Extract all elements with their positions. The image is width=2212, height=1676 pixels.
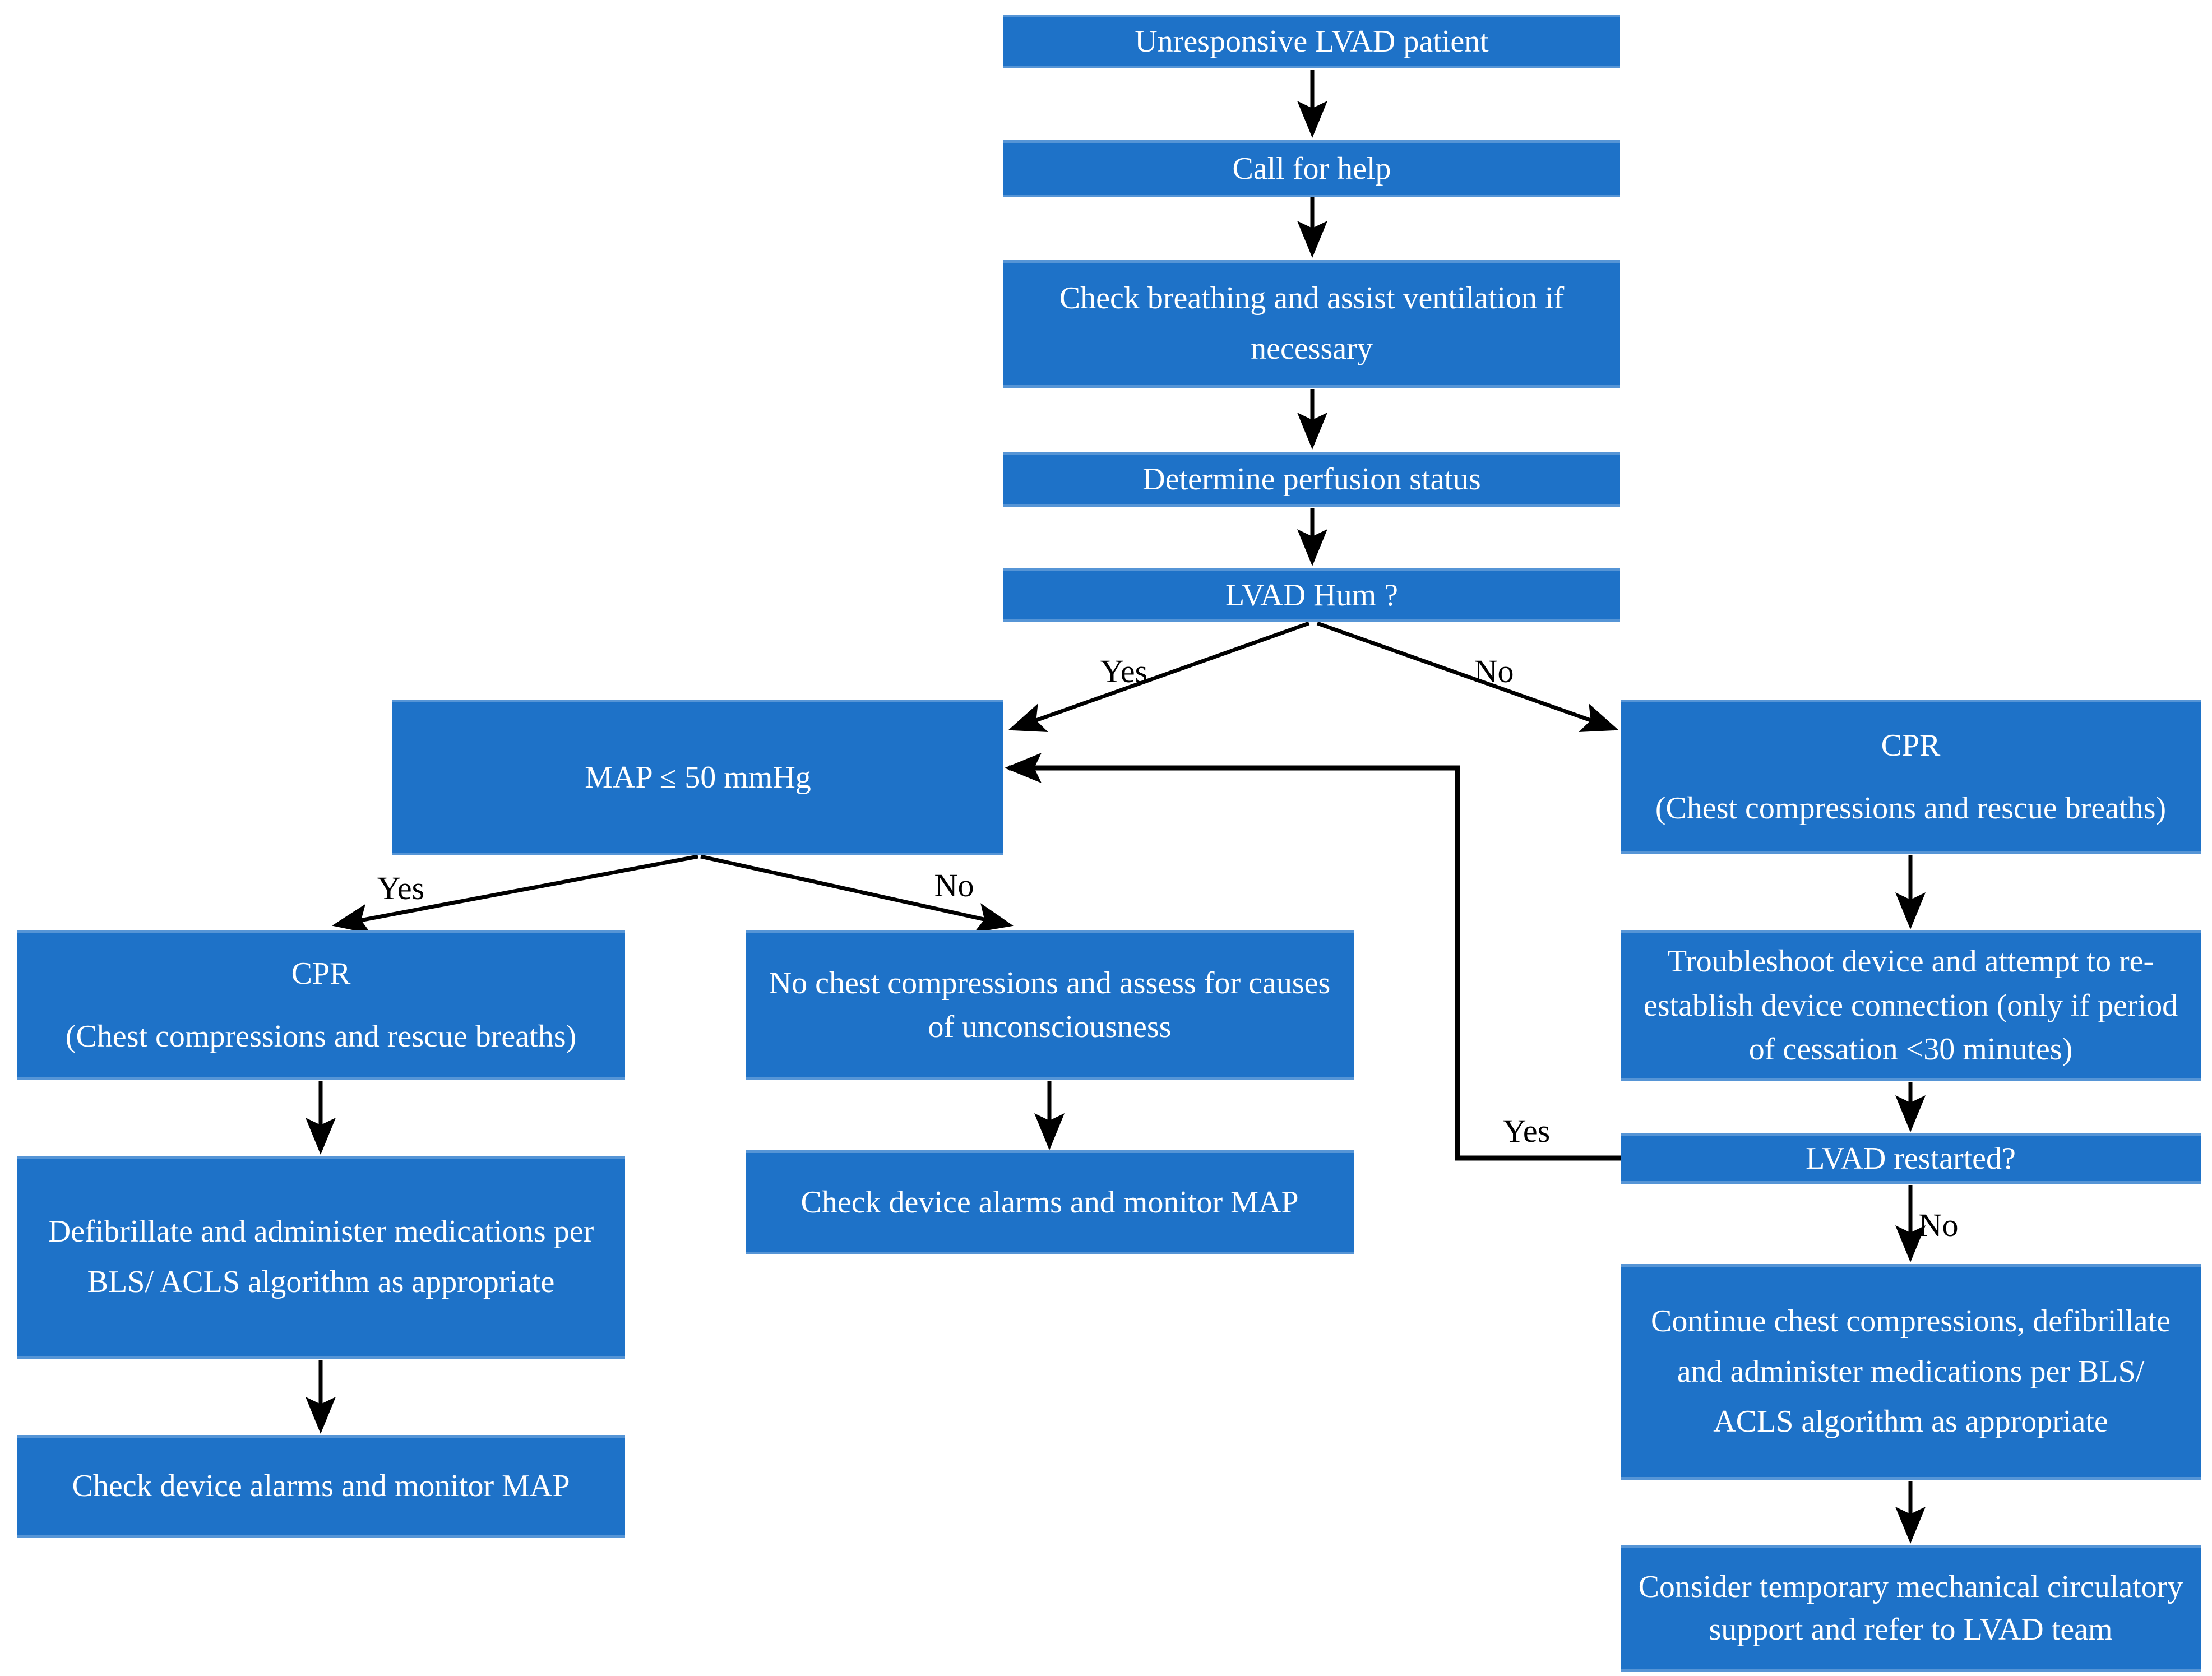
node-consider-mechanical-support: Consider temporary mechanical circulator… [1621,1545,2201,1672]
node-label: LVAD Hum ? [1225,577,1399,613]
node-continue-chest-compressions: Continue chest compressions, defibrillat… [1621,1264,2201,1480]
node-label: No chest compressions and assess for cau… [769,965,1331,1044]
edge-label-restarted-no: No [1918,1207,1959,1243]
arrow-restarted-yes-to-map [1005,753,1621,1161]
node-map-50-mmhg-decision: MAP ≤ 50 mmHg [392,700,1003,855]
arrow-hum-no-to-cpr-right [1316,621,1619,733]
node-lvad-restarted-decision: LVAD restarted? [1621,1133,2201,1184]
edge-label-restarted-yes: Yes [1502,1113,1551,1149]
arrow-map-no-to-no-compressions [700,854,1014,933]
node-label: Check device alarms and monitor MAP [72,1469,570,1504]
node-label: Check breathing and assist ventilation i… [1059,281,1565,366]
node-lvad-hum-decision: LVAD Hum ? [1003,568,1620,622]
node-check-breathing: Check breathing and assist ventilation i… [1003,260,1620,388]
node-determine-perfusion-status: Determine perfusion status [1003,452,1620,507]
node-no-chest-compressions: No chest compressions and assess for cau… [746,930,1354,1080]
node-label: MAP ≤ 50 mmHg [585,760,811,795]
node-label: Consider temporary mechanical circulator… [1638,1569,2183,1647]
node-check-alarms-monitor-map-left: Check device alarms and monitor MAP [17,1435,625,1538]
node-troubleshoot-device: Troubleshoot device and attempt to re-es… [1621,930,2201,1081]
edge-label-hum-yes: Yes [1100,653,1148,689]
node-call-for-help: Call for help [1003,140,1620,197]
arrow-map-yes-to-cpr-left [332,854,698,934]
node-title: CPR [291,956,351,991]
node-label: Call for help [1232,151,1391,186]
node-label: Defibrillate and administer medications … [48,1214,594,1299]
node-label: Continue chest compressions, defibrillat… [1651,1304,2171,1439]
node-check-alarms-monitor-map-mid: Check device alarms and monitor MAP [746,1150,1354,1254]
node-label: Determine perfusion status [1142,461,1481,497]
node-label: Check device alarms and monitor MAP [800,1184,1299,1220]
node-cpr-left: CPR (Chest compressions and rescue breat… [17,930,625,1080]
node-cpr-right: CPR (Chest compressions and rescue breat… [1621,700,2201,854]
node-defibrillate-medications: Defibrillate and administer medications … [17,1156,625,1359]
edge-label-hum-no: No [1474,653,1514,689]
node-label: LVAD restarted? [1806,1141,2016,1176]
arrow-hum-yes-to-map [1008,621,1310,733]
edge-label-map-yes: Yes [377,870,425,906]
node-subtitle: (Chest compressions and rescue breaths) [1655,791,2167,826]
edge-label-map-no: No [934,867,974,904]
node-unresponsive-lvad-patient: Unresponsive LVAD patient [1003,15,1620,68]
node-label: Troubleshoot device and attempt to re-es… [1643,944,2178,1067]
node-label: Unresponsive LVAD patient [1135,24,1489,59]
node-subtitle: (Chest compressions and rescue breaths) [65,1019,577,1054]
node-title: CPR [1881,728,1941,763]
